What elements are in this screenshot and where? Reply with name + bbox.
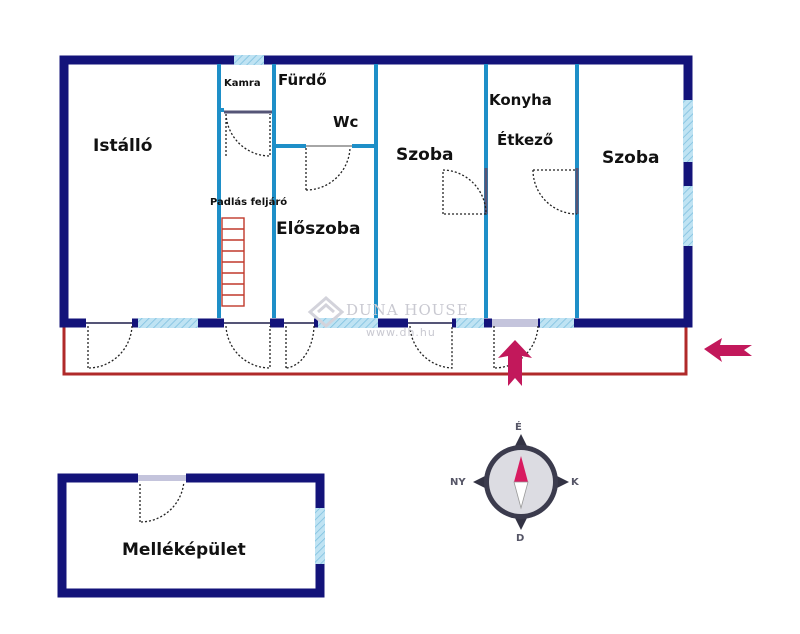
- window-bottom-3: [540, 318, 574, 328]
- room-label-wc: Wc: [333, 113, 359, 131]
- room-label-furdo: Fürdő: [278, 71, 327, 89]
- room-label-etkezo: Étkező: [497, 131, 554, 149]
- compass-south-label: D: [516, 533, 525, 544]
- window-bottom-1: [138, 318, 198, 328]
- window-bottom-2: [318, 318, 378, 328]
- room-label-eloszoba: Előszoba: [276, 219, 361, 239]
- room-label-konyha: Konyha: [489, 91, 552, 109]
- compass-east-label: K: [571, 477, 579, 488]
- interior-partitions: [217, 64, 579, 318]
- window-top-kamra: [234, 55, 264, 65]
- window-right-upper: [683, 100, 693, 162]
- compass-west-label: NY: [450, 477, 466, 488]
- annex-walls: [57, 473, 325, 598]
- attic-stairs: [221, 217, 245, 307]
- compass-icon: [473, 434, 569, 530]
- annex-window: [315, 508, 325, 564]
- watermark-brand: DUNA HOUSE: [346, 301, 469, 319]
- room-label-szoba-1: Szoba: [396, 145, 454, 165]
- duna-house-logo-icon: [307, 296, 345, 328]
- watermark-url: www.dh.hu: [366, 326, 436, 339]
- room-label-istallo: Istálló: [93, 136, 153, 156]
- room-label-padlas-feljaro: Padlás feljáró: [210, 197, 288, 208]
- window-right-lower: [683, 186, 693, 246]
- window-bottom-4: [456, 318, 484, 328]
- entrance-arrow-icon: [498, 340, 532, 386]
- room-label-szoba-2: Szoba: [602, 148, 660, 168]
- entrance-arrow-icon: [704, 338, 752, 362]
- room-label-mellekepulet: Melléképület: [122, 540, 246, 560]
- compass-north-label: É: [515, 422, 522, 433]
- room-label-kamra: Kamra: [224, 78, 261, 89]
